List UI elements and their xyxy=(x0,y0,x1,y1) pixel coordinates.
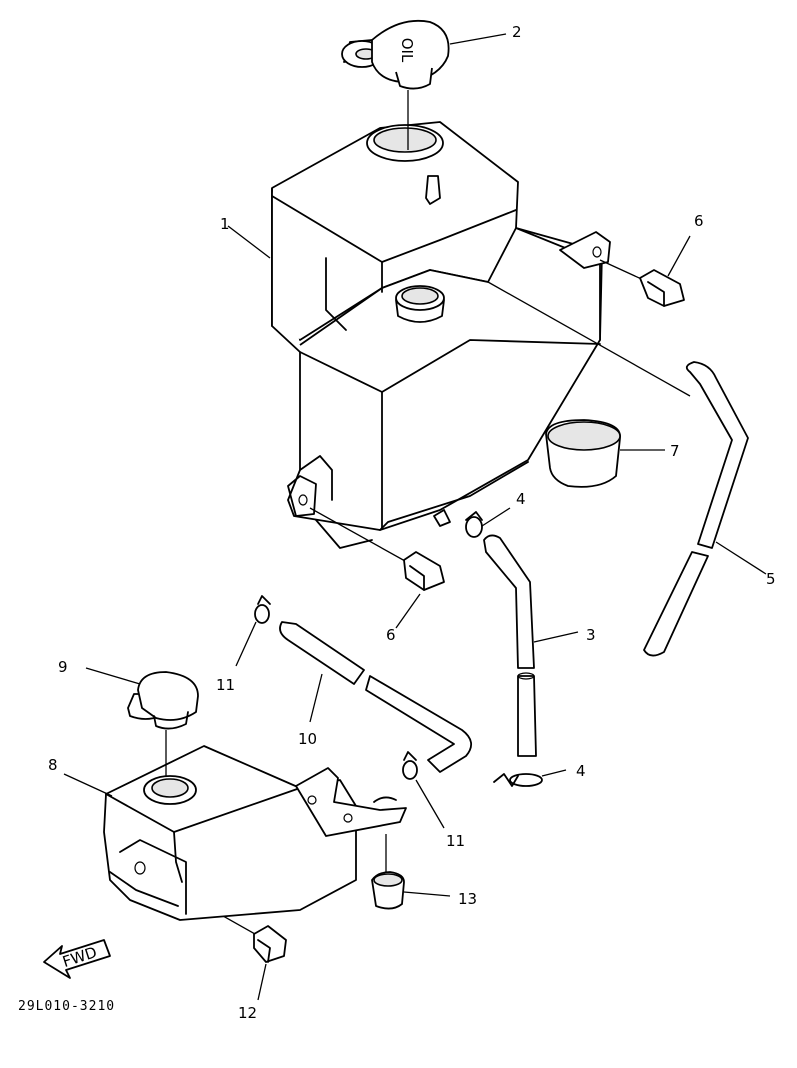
drawing-code: 29L010-3210 xyxy=(18,999,115,1014)
oil-cap: OIL xyxy=(341,19,450,150)
callout-4a: 4 xyxy=(516,490,526,508)
callout-2: 2 xyxy=(512,23,522,41)
callout-11a: 11 xyxy=(216,676,235,694)
callout-1: 1 xyxy=(220,215,230,233)
callout-12: 12 xyxy=(238,1004,257,1022)
callout-9: 9 xyxy=(58,658,68,676)
callout-labels: 1 2 3 4 4 5 6 6 7 8 9 10 11 11 12 13 xyxy=(48,23,776,1022)
forward-arrow: FWD xyxy=(43,939,111,979)
reservoir-cap xyxy=(85,667,199,730)
callout-7: 7 xyxy=(670,442,680,460)
grommet xyxy=(371,834,451,910)
callout-6b: 6 xyxy=(386,626,396,644)
callout-4b: 4 xyxy=(576,762,586,780)
callout-5: 5 xyxy=(766,570,776,588)
delivery-hose xyxy=(483,534,579,757)
callout-3: 3 xyxy=(586,626,596,644)
hose-clamps xyxy=(235,507,567,829)
reservoir-tank xyxy=(63,730,407,921)
breather-hose xyxy=(487,281,767,657)
callout-8: 8 xyxy=(48,756,58,774)
callout-13: 13 xyxy=(458,890,477,908)
callout-11b: 11 xyxy=(446,832,465,850)
callout-6a: 6 xyxy=(694,212,704,230)
oil-tank xyxy=(271,121,611,549)
feed-hose xyxy=(279,621,472,773)
tank-plug xyxy=(545,419,665,488)
bolts xyxy=(137,235,691,1001)
callout-10: 10 xyxy=(298,730,317,748)
cap-marking: OIL xyxy=(398,38,416,63)
forward-arrow-label: FWD xyxy=(60,943,99,971)
